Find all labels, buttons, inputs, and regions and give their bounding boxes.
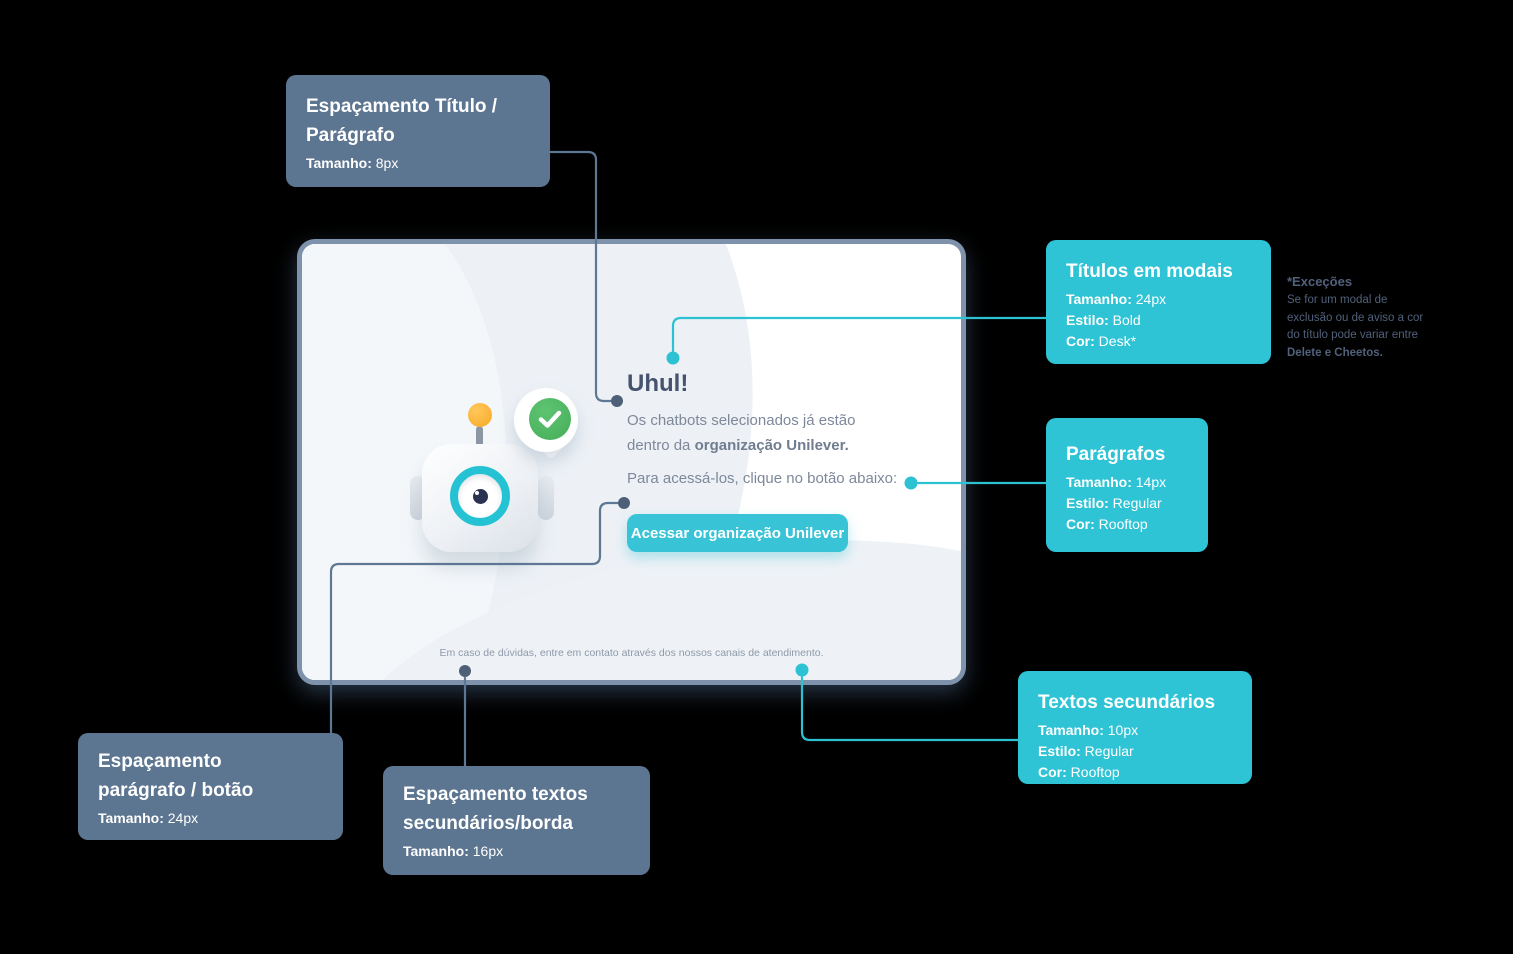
robot-antenna-stem: [476, 426, 483, 452]
annotation-row: Tamanho: 24px: [98, 810, 199, 826]
success-check-icon: [529, 398, 571, 440]
annotation-row: Cor: Desk*: [1066, 333, 1137, 349]
robot-antenna-ball: [468, 403, 492, 427]
modal-paragraph-regular: Os chatbots selecionados já estão dentro…: [627, 412, 856, 454]
annotation-title: Textos secundários: [1038, 692, 1216, 713]
annotation-modal-titles: Títulos em modais Tamanho: 24px Estilo: …: [1046, 240, 1271, 364]
annotation-row: Cor: Rooftop: [1066, 516, 1148, 532]
annotation-secondary-texts: Textos secundários Tamanho: 10px Estilo:…: [1018, 671, 1252, 784]
annotation-secondary-border-spacing: Espaçamento textos secundários/borda Tam…: [383, 766, 650, 875]
annotation-title: Parágrafos: [1066, 444, 1166, 465]
modal-paragraph-bold: organização Unilever.: [694, 437, 849, 454]
annotation-row: Estilo: Regular: [1038, 743, 1134, 759]
annotation-paragraphs: Parágrafos Tamanho: 14px Estilo: Regular…: [1046, 418, 1208, 552]
annotation-row: Tamanho: 24px: [1066, 291, 1167, 307]
annotation-paragraph-button-spacing: Espaçamento parágrafo / botão Tamanho: 2…: [78, 733, 343, 840]
modal-secondary-text: Em caso de dúvidas, entre em contato atr…: [439, 647, 824, 659]
exceptions-body: Se for um modal de exclusão ou de aviso …: [1287, 294, 1424, 341]
annotation-row: Tamanho: 14px: [1066, 474, 1167, 490]
connector-secondary-texts: [800, 675, 1020, 742]
annotation-title: Espaçamento Título / Parágrafo: [306, 96, 498, 146]
annotation-title-paragraph-spacing: Espaçamento Título / Parágrafo Tamanho: …: [286, 75, 550, 187]
annotation-row: Cor: Rooftop: [1038, 764, 1120, 780]
annotation-title: Espaçamento textos secundários/borda: [403, 784, 588, 834]
modal-paragraph: Os chatbots selecionados já estão dentro…: [627, 408, 917, 458]
access-organization-button[interactable]: Acessar organização Unilever: [627, 514, 848, 552]
annotation-row: Estilo: Regular: [1066, 495, 1162, 511]
annotation-row: Estilo: Bold: [1066, 312, 1141, 328]
annotation-row: Tamanho: 8px: [306, 155, 399, 171]
exceptions-bold-line: Delete e Cheetos.: [1287, 346, 1383, 359]
robot-ear-right: [538, 476, 554, 520]
annotation-row: Tamanho: 10px: [1038, 722, 1139, 738]
modal-dialog: Uhul! Os chatbots selecionados já estão …: [297, 239, 966, 685]
exceptions-note: *Exceções Se for um modal de exclusão ou…: [1287, 274, 1445, 362]
annotation-title: Espaçamento parágrafo / botão: [98, 751, 254, 801]
annotation-title: Títulos em modais: [1066, 261, 1233, 282]
modal-title: Uhul!: [627, 370, 689, 397]
exceptions-title: *Exceções: [1287, 274, 1353, 289]
annotation-row: Tamanho: 16px: [403, 843, 504, 859]
modal-cta-hint: Para acessá-los, clique no botão abaixo:: [627, 470, 898, 487]
robot-pupil-glint: [475, 491, 479, 495]
